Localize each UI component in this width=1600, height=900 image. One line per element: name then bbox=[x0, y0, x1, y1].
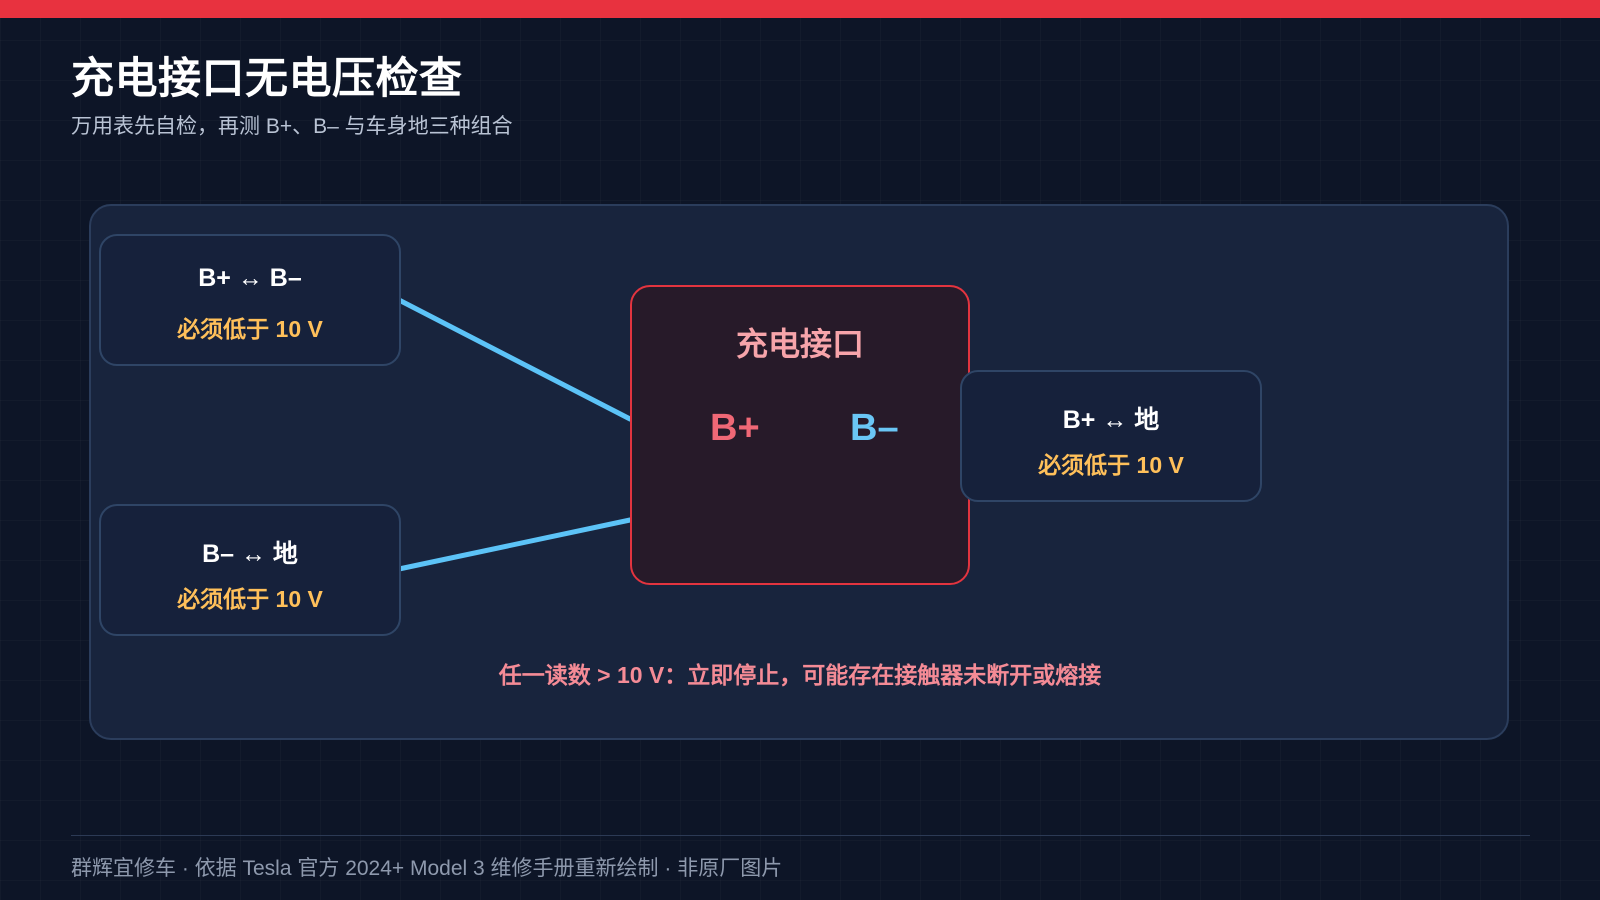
page-title: 充电接口无电压检查 bbox=[71, 55, 463, 103]
check-title: B+ ↔ B– bbox=[198, 264, 302, 292]
footer-credit: 群辉宜修车 · 依据 Tesla 官方 2024+ Model 3 维修手册重新… bbox=[71, 857, 783, 880]
connector-line-bminus-ground bbox=[396, 517, 633, 572]
page-subtitle: 万用表先自检，再测 B+、B– 与车身地三种组合 bbox=[71, 115, 513, 138]
charge-port-title: 充电接口 bbox=[735, 326, 864, 362]
pin-positive: B+ bbox=[710, 407, 760, 449]
check-title: B+ ↔ 地 bbox=[1062, 406, 1160, 434]
charge-port-box: 充电接口 B+ B– bbox=[630, 285, 970, 585]
warning-note: 任一读数 > 10 V：立即停止，可能存在接触器未断开或熔接 bbox=[498, 662, 1102, 688]
footer-divider bbox=[71, 835, 1530, 836]
pin-negative: B– bbox=[850, 407, 899, 449]
check-box-bminus-ground: B– ↔ 地 必须低于 10 V bbox=[99, 504, 401, 636]
connector-line-bplus-bminus bbox=[396, 297, 633, 422]
check-requirement: 必须低于 10 V bbox=[177, 586, 323, 612]
check-requirement: 必须低于 10 V bbox=[1038, 452, 1184, 478]
check-box-bplus-bminus: B+ ↔ B– 必须低于 10 V bbox=[99, 234, 401, 366]
check-title: B– ↔ 地 bbox=[202, 540, 298, 568]
check-box-bplus-ground: B+ ↔ 地 必须低于 10 V bbox=[960, 370, 1262, 502]
top-accent-bar bbox=[0, 0, 1600, 18]
check-requirement: 必须低于 10 V bbox=[177, 316, 323, 342]
